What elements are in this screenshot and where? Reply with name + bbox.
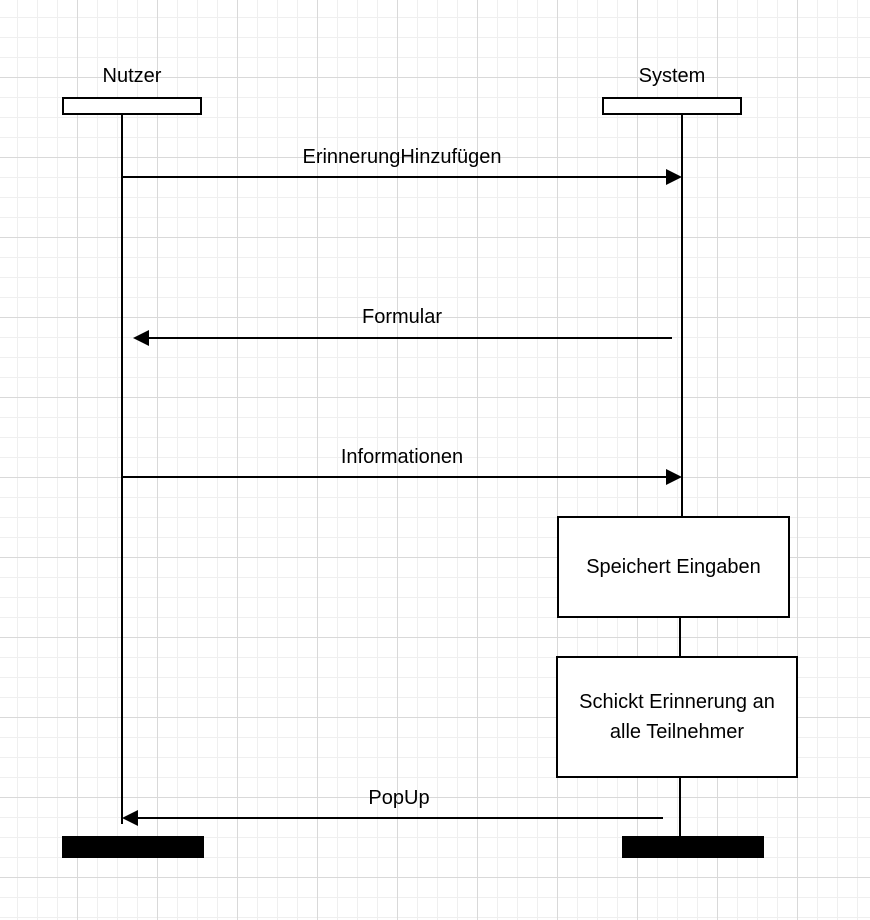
message-label-4: PopUp [368,787,430,809]
lifeline-system-segment-1 [681,115,683,517]
activity-label-2: Schickt Erinnerung an alle Teilnehmer [579,691,775,743]
message-arrow-4 [138,817,663,819]
participant-label-nutzer: Nutzer [102,65,162,87]
lifeline-nutzer [121,115,123,824]
activity-box-1: Speichert Eingaben [557,516,790,618]
participant-head-system [602,97,742,115]
message-label-2: Formular [361,306,442,328]
arrowhead-4 [122,810,138,826]
message-label-3: Informationen [340,446,464,468]
message-label-1: ErinnerungHinzufügen [302,146,502,168]
participant-head-nutzer [62,97,202,115]
participant-end-nutzer [62,836,204,858]
lifeline-system-segment-2 [679,616,681,657]
participant-label-system: System [638,65,706,87]
message-arrow-1 [122,176,668,178]
activity-label-1: Speichert Eingaben [586,556,761,578]
arrowhead-2 [133,330,149,346]
message-arrow-2 [148,337,672,339]
participant-end-system [622,836,764,858]
lifeline-system-segment-3 [679,776,681,836]
arrowhead-1 [666,169,682,185]
arrowhead-3 [666,469,682,485]
message-arrow-3 [122,476,668,478]
activity-box-2: Schickt Erinnerung an alle Teilnehmer [556,656,798,778]
